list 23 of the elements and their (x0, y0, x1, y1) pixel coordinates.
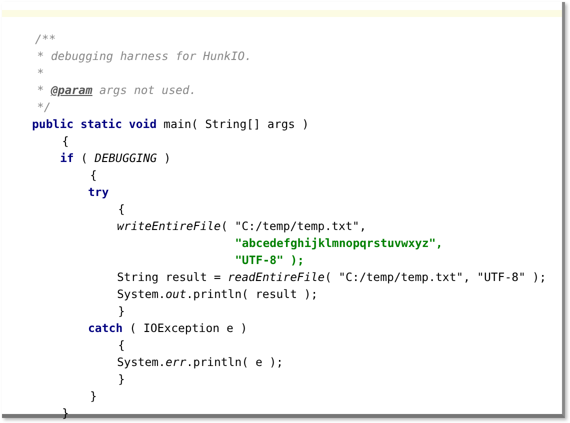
code-line: String result = readEntireFile( "C:/temp/temp.txt", "UTF-8" ); (117, 270, 546, 285)
code-line: } (90, 389, 97, 404)
code-comment: /** (35, 32, 56, 47)
code-line: if ( DEBUGGING ) (60, 151, 171, 166)
code-comment: *@param args not used. (37, 83, 196, 98)
code-line: } (118, 304, 125, 319)
code-line: } (62, 406, 69, 421)
code-line: System.err.println( e ); (117, 355, 284, 370)
code-line: try (88, 185, 109, 200)
code-line: { (118, 202, 125, 217)
code-comment: * debugging harness for HunkIO. (37, 49, 252, 64)
code-line: { (62, 134, 69, 149)
code-line: writeEntireFile( "C:/temp/temp.txt", (117, 219, 366, 234)
code-line: { (90, 168, 97, 183)
code-line: { (118, 338, 125, 353)
code-line: System.out.println( result ); (117, 287, 318, 302)
code-line: "UTF-8" ); (235, 253, 304, 268)
code-comment: * (37, 66, 44, 81)
code-line: catch ( IOException e ) (88, 321, 248, 336)
code-line: public static void main( String[] args ) (32, 117, 309, 132)
code-line: "abcedefghijklmnopqrstuvwxyz", (235, 236, 443, 251)
code-line: } (118, 372, 125, 387)
code-comment: */ (37, 100, 51, 115)
